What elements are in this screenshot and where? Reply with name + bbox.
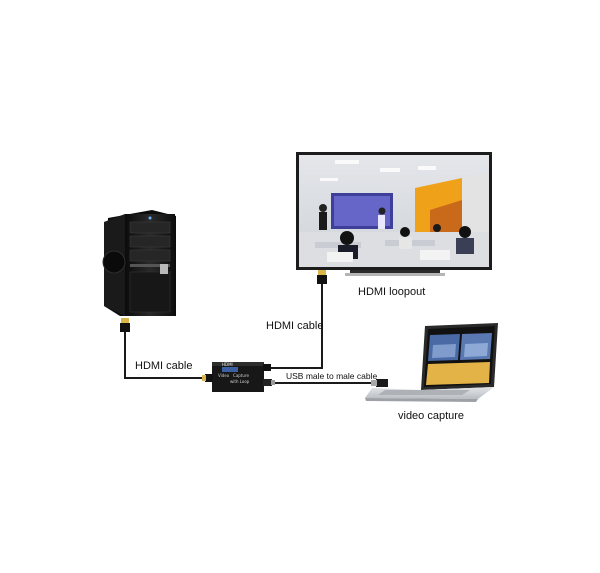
usb-cable-label: USB male to male cable [286, 371, 378, 381]
capture-device [202, 362, 275, 392]
device-brand-text: HDMI [222, 362, 233, 367]
laptop [365, 323, 498, 402]
usb-plug-laptop [371, 379, 388, 387]
hdmi-cable-tv [263, 282, 323, 369]
hdmi-cable-right-label: HDMI cable [266, 320, 324, 332]
hdmi-plug-tv [317, 270, 327, 284]
hdmi-cable-pc [124, 330, 212, 379]
device-text-line2: with Loop [230, 379, 250, 384]
device-text-line1: Video Capture [218, 373, 249, 378]
hdmi-loopout-label: HDMI loopout [358, 286, 426, 298]
television [296, 152, 492, 276]
hdmi-plug-pc [120, 318, 130, 332]
video-capture-label: video capture [398, 410, 465, 422]
pc-tower [102, 210, 176, 316]
hdmi-cable-left-label: HDMI cable [135, 360, 193, 372]
